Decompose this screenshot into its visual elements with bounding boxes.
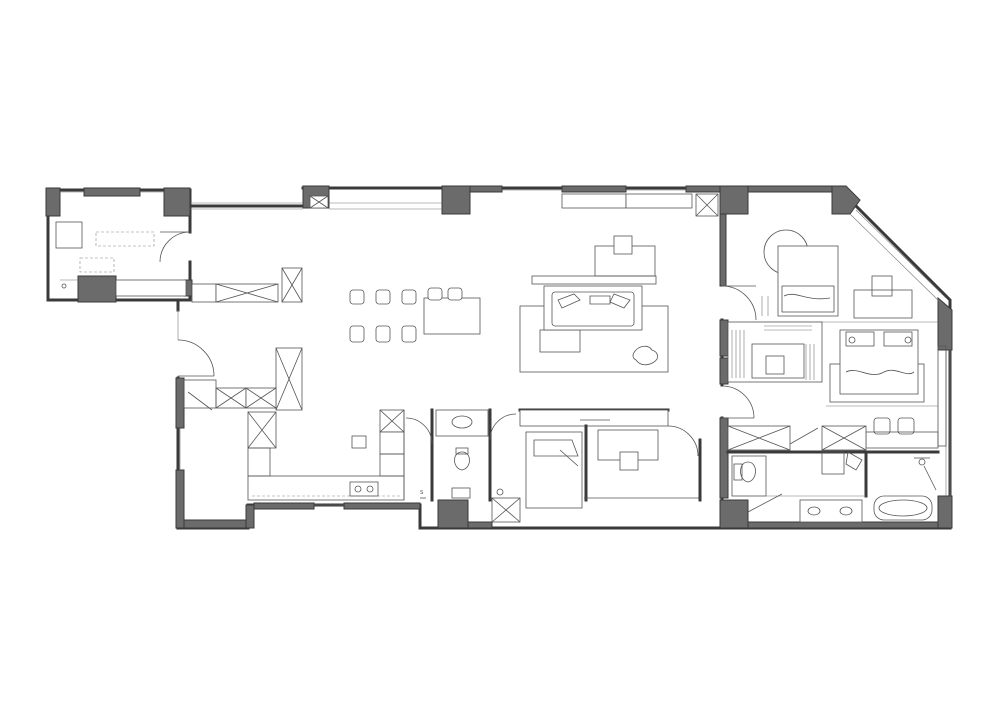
master-bedroom-bottom — [721, 321, 947, 449]
living-dining-area — [177, 193, 719, 501]
structural-columns — [45, 185, 953, 529]
dining-chairs — [349, 287, 463, 343]
toilet-mark-label: S — [420, 490, 424, 496]
wardrobe-hangers — [731, 325, 815, 380]
master-bathroom — [726, 425, 940, 523]
master-bedroom-top — [721, 229, 938, 323]
bedroom-two — [518, 408, 702, 509]
study-room — [55, 221, 191, 297]
guest-bathroom: S — [405, 408, 521, 523]
